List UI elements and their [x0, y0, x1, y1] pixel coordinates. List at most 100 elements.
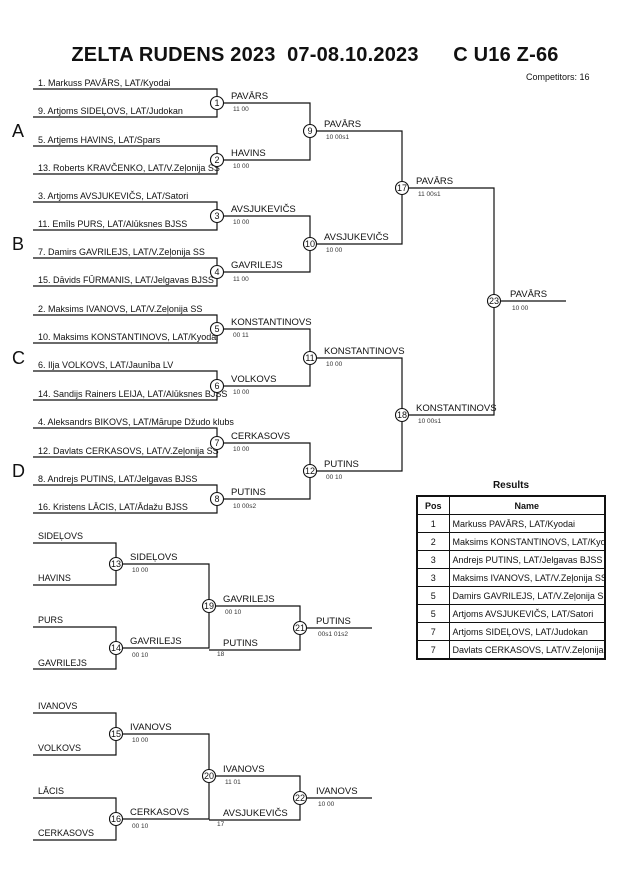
match-13-marker: 13 [108, 556, 124, 572]
entry-15: 15. Dāvids FŪRMANIS, LAT/Jelgavas BJSS [38, 275, 214, 285]
event-dates: 07-08.10.2023 [287, 44, 419, 66]
match-11-marker: 11 [302, 350, 318, 366]
match-14-score: 00 10 [132, 652, 149, 659]
svg-text:10: 10 [305, 239, 315, 249]
svg-text:13: 13 [111, 559, 121, 569]
match-19-bye-note: 18 [217, 651, 225, 658]
round1-results: PAVĀRS 11 00 HAVINS 10 00 AVSJUKEVIČS 10… [231, 91, 312, 510]
result-name: Davlats CERKASOVS, LAT/V.Zeļonija SS [448, 640, 606, 660]
match-19-bye-name: PUTINS [223, 638, 258, 649]
match-16-score: 00 10 [132, 823, 149, 830]
svg-text:7: 7 [214, 438, 219, 448]
result-pos: 5 [416, 586, 450, 605]
match-11-winner: KONSTANTINOVS [324, 346, 405, 357]
svg-text:1: 1 [214, 98, 219, 108]
rep1-bottom-name: HAVINS [38, 573, 71, 583]
match-22-score: 10 00 [318, 801, 335, 808]
match-18-marker: 18 [394, 407, 410, 423]
match-15-score: 10 00 [132, 737, 149, 744]
entry-2: 2. Maksims IVANOVS, LAT/V.Zeļonija SS [38, 304, 202, 314]
match-2-marker: 2 [209, 152, 225, 168]
match-21-winner: PUTINS [316, 616, 351, 627]
pool-label-a: A [12, 121, 24, 141]
entry-14: 14. Sandijs Rainers LEIJA, LAT/Alūksnes … [38, 389, 227, 399]
svg-text:23: 23 [489, 296, 499, 306]
match-3-score: 10 00 [233, 219, 250, 226]
results-header-name: Name [448, 495, 606, 515]
match-12-score: 00 10 [326, 474, 343, 481]
round2-results: PAVĀRS 10 00s1 AVSJUKEVIČS 10 00 KONSTAN… [324, 119, 405, 481]
match-7-score: 10 00 [233, 446, 250, 453]
result-name: Andrejs PUTINS, LAT/Jelgavas BJSS [448, 550, 606, 569]
result-name: Markuss PAVĀRS, LAT/Kyodai [448, 514, 606, 533]
svg-text:16: 16 [111, 814, 121, 824]
match-20-bye-note: 17 [217, 821, 225, 828]
result-pos: 2 [416, 532, 450, 551]
match-16-marker: 16 [108, 811, 124, 827]
rep6-top-name: LĀCIS [38, 786, 64, 796]
svg-text:22: 22 [295, 793, 305, 803]
match-23-marker: 23 [486, 293, 502, 309]
svg-text:15: 15 [111, 729, 121, 739]
match-4-score: 11 00 [233, 276, 249, 283]
match-20-score: 11 01 [225, 779, 241, 786]
rep2-top-name: PURS [38, 615, 63, 625]
match-21-marker: 21 [292, 620, 308, 636]
match-12-marker: 12 [302, 463, 318, 479]
result-pos: 3 [416, 550, 450, 569]
results-header-row: Pos Name [416, 495, 606, 515]
svg-text:17: 17 [397, 183, 407, 193]
match-6-score: 10 00 [233, 389, 250, 396]
entry-3: 3. Artjoms AVSJUKEVIČS, LAT/Satori [38, 191, 188, 201]
result-name: Maksims IVANOVS, LAT/V.Zeļonija SS [448, 568, 606, 587]
entry-12: 12. Davlats CERKASOVS, LAT/V.Zeļonija SS [38, 446, 219, 456]
competitors-count: Competitors: 16 [526, 72, 590, 82]
match-18-score: 10 00s1 [418, 418, 442, 425]
match-20-bye-name: AVSJUKEVIČS [223, 808, 288, 819]
match-1-score: 11 00 [233, 106, 249, 113]
result-name: Damirs GAVRILEJS, LAT/V.Zeļonija SS [448, 586, 606, 605]
match-15-winner: IVANOVS [130, 722, 172, 733]
match-17-score: 11 00s1 [418, 191, 441, 198]
result-name: Artjoms SIDEĻOVS, LAT/Judokan [448, 622, 606, 641]
svg-text:5: 5 [214, 324, 219, 334]
match-22-marker: 22 [292, 790, 308, 806]
match-15-marker: 15 [108, 726, 124, 742]
match-2-score: 10 00 [233, 163, 250, 170]
entry-10: 10. Maksims KONSTANTINOVS, LAT/Kyodai [38, 332, 218, 342]
rep5-bottom-name: VOLKOVS [38, 743, 81, 753]
svg-text:6: 6 [214, 381, 219, 391]
pool-label-d: D [12, 461, 25, 481]
match-17-marker: 17 [394, 180, 410, 196]
result-name: Artjoms AVSJUKEVIČS, LAT/Satori [448, 604, 606, 623]
svg-text:19: 19 [204, 601, 214, 611]
pool-label-c: C [12, 348, 25, 368]
match-11-score: 10 00 [326, 361, 343, 368]
svg-text:12: 12 [305, 466, 315, 476]
entry-16: 16. Kristens LĀCIS, LAT/Ādažu BJSS [38, 502, 188, 512]
match-2-winner: HAVINS [231, 148, 266, 159]
match-14-winner: GAVRILEJS [130, 636, 182, 647]
event-name: ZELTA RUDENS 2023 [71, 44, 276, 66]
match-22-winner: IVANOVS [316, 786, 358, 797]
match-8-winner: PUTINS [231, 487, 266, 498]
results-header-pos: Pos [416, 495, 450, 515]
weight-category: C U16 Z-66 [453, 44, 559, 66]
match-1-marker: 1 [209, 95, 225, 111]
svg-text:14: 14 [111, 643, 121, 653]
match-8-score: 10 00s2 [233, 503, 257, 510]
svg-text:11: 11 [305, 353, 314, 363]
match-18-winner: KONSTANTINOVS [416, 403, 497, 414]
match-17-winner: PAVĀRS [416, 176, 453, 187]
svg-text:2: 2 [214, 155, 219, 165]
main-match-markers: 1 2 3 4 5 6 7 8 9 10 11 12 17 18 23 [209, 95, 502, 507]
entry-7: 7. Damirs GAVRILEJS, LAT/V.Zeļonija SS [38, 247, 205, 257]
entry-4: 4. Aleksandrs BIKOVS, LAT/Mārupe Džudo k… [38, 417, 234, 427]
match-23-winner: PAVĀRS [510, 289, 547, 300]
match-23-score: 10 00 [512, 305, 529, 312]
